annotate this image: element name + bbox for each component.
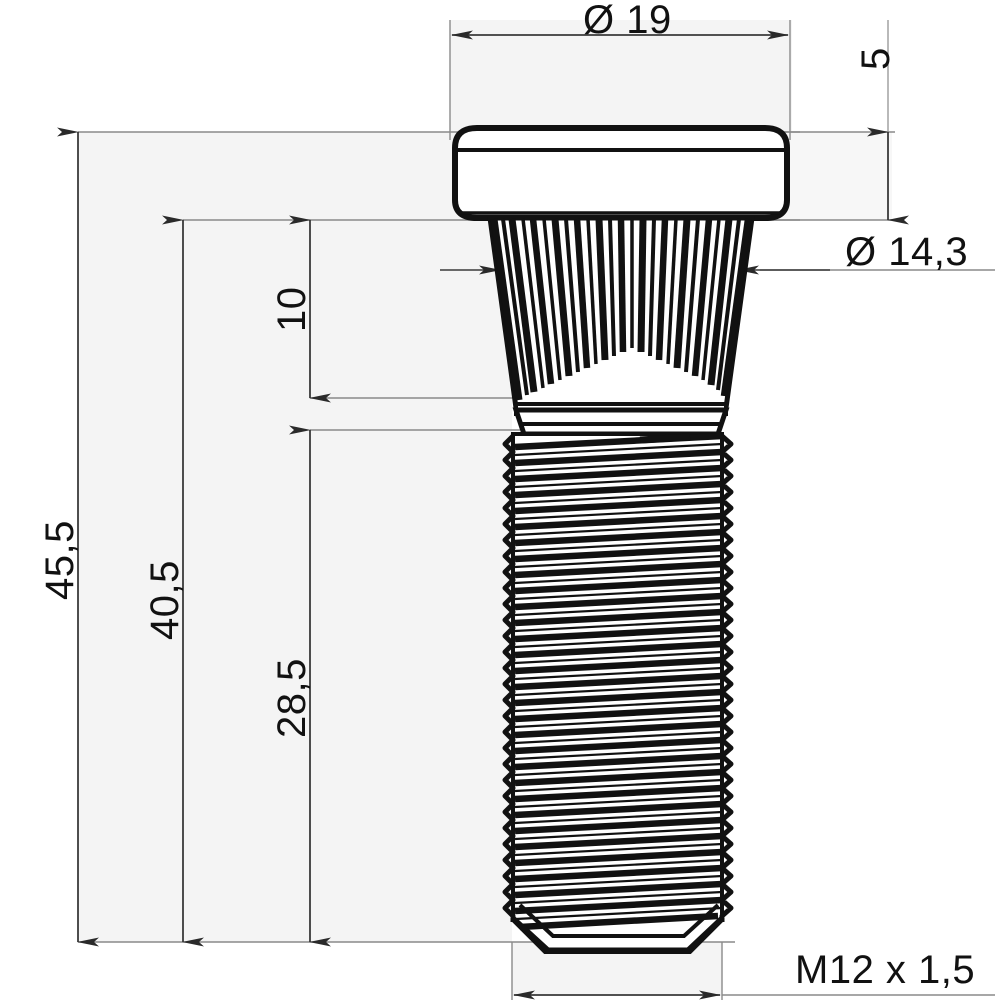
bolt-collar	[512, 407, 730, 437]
label-head-height: 5	[854, 47, 898, 70]
label-thread-length: 28,5	[270, 658, 314, 738]
label-knurl-diameter: Ø 14,3	[845, 230, 969, 274]
thread-highlight-nick	[639, 433, 691, 444]
label-length-under-head: 40,5	[143, 560, 187, 640]
horizontal-dimension-lines	[451, 30, 789, 1000]
label-knurl-length: 10	[270, 286, 314, 333]
bolt-head	[452, 125, 790, 221]
bolt-knurl-section	[487, 215, 755, 416]
label-thread-spec: M12 x 1,5	[795, 948, 976, 992]
label-total-length: 45,5	[38, 520, 82, 600]
label-head-diameter: Ø 19	[583, 0, 672, 42]
bolt-thread-section	[502, 432, 734, 954]
vertical-dimension-lines	[57, 20, 909, 947]
